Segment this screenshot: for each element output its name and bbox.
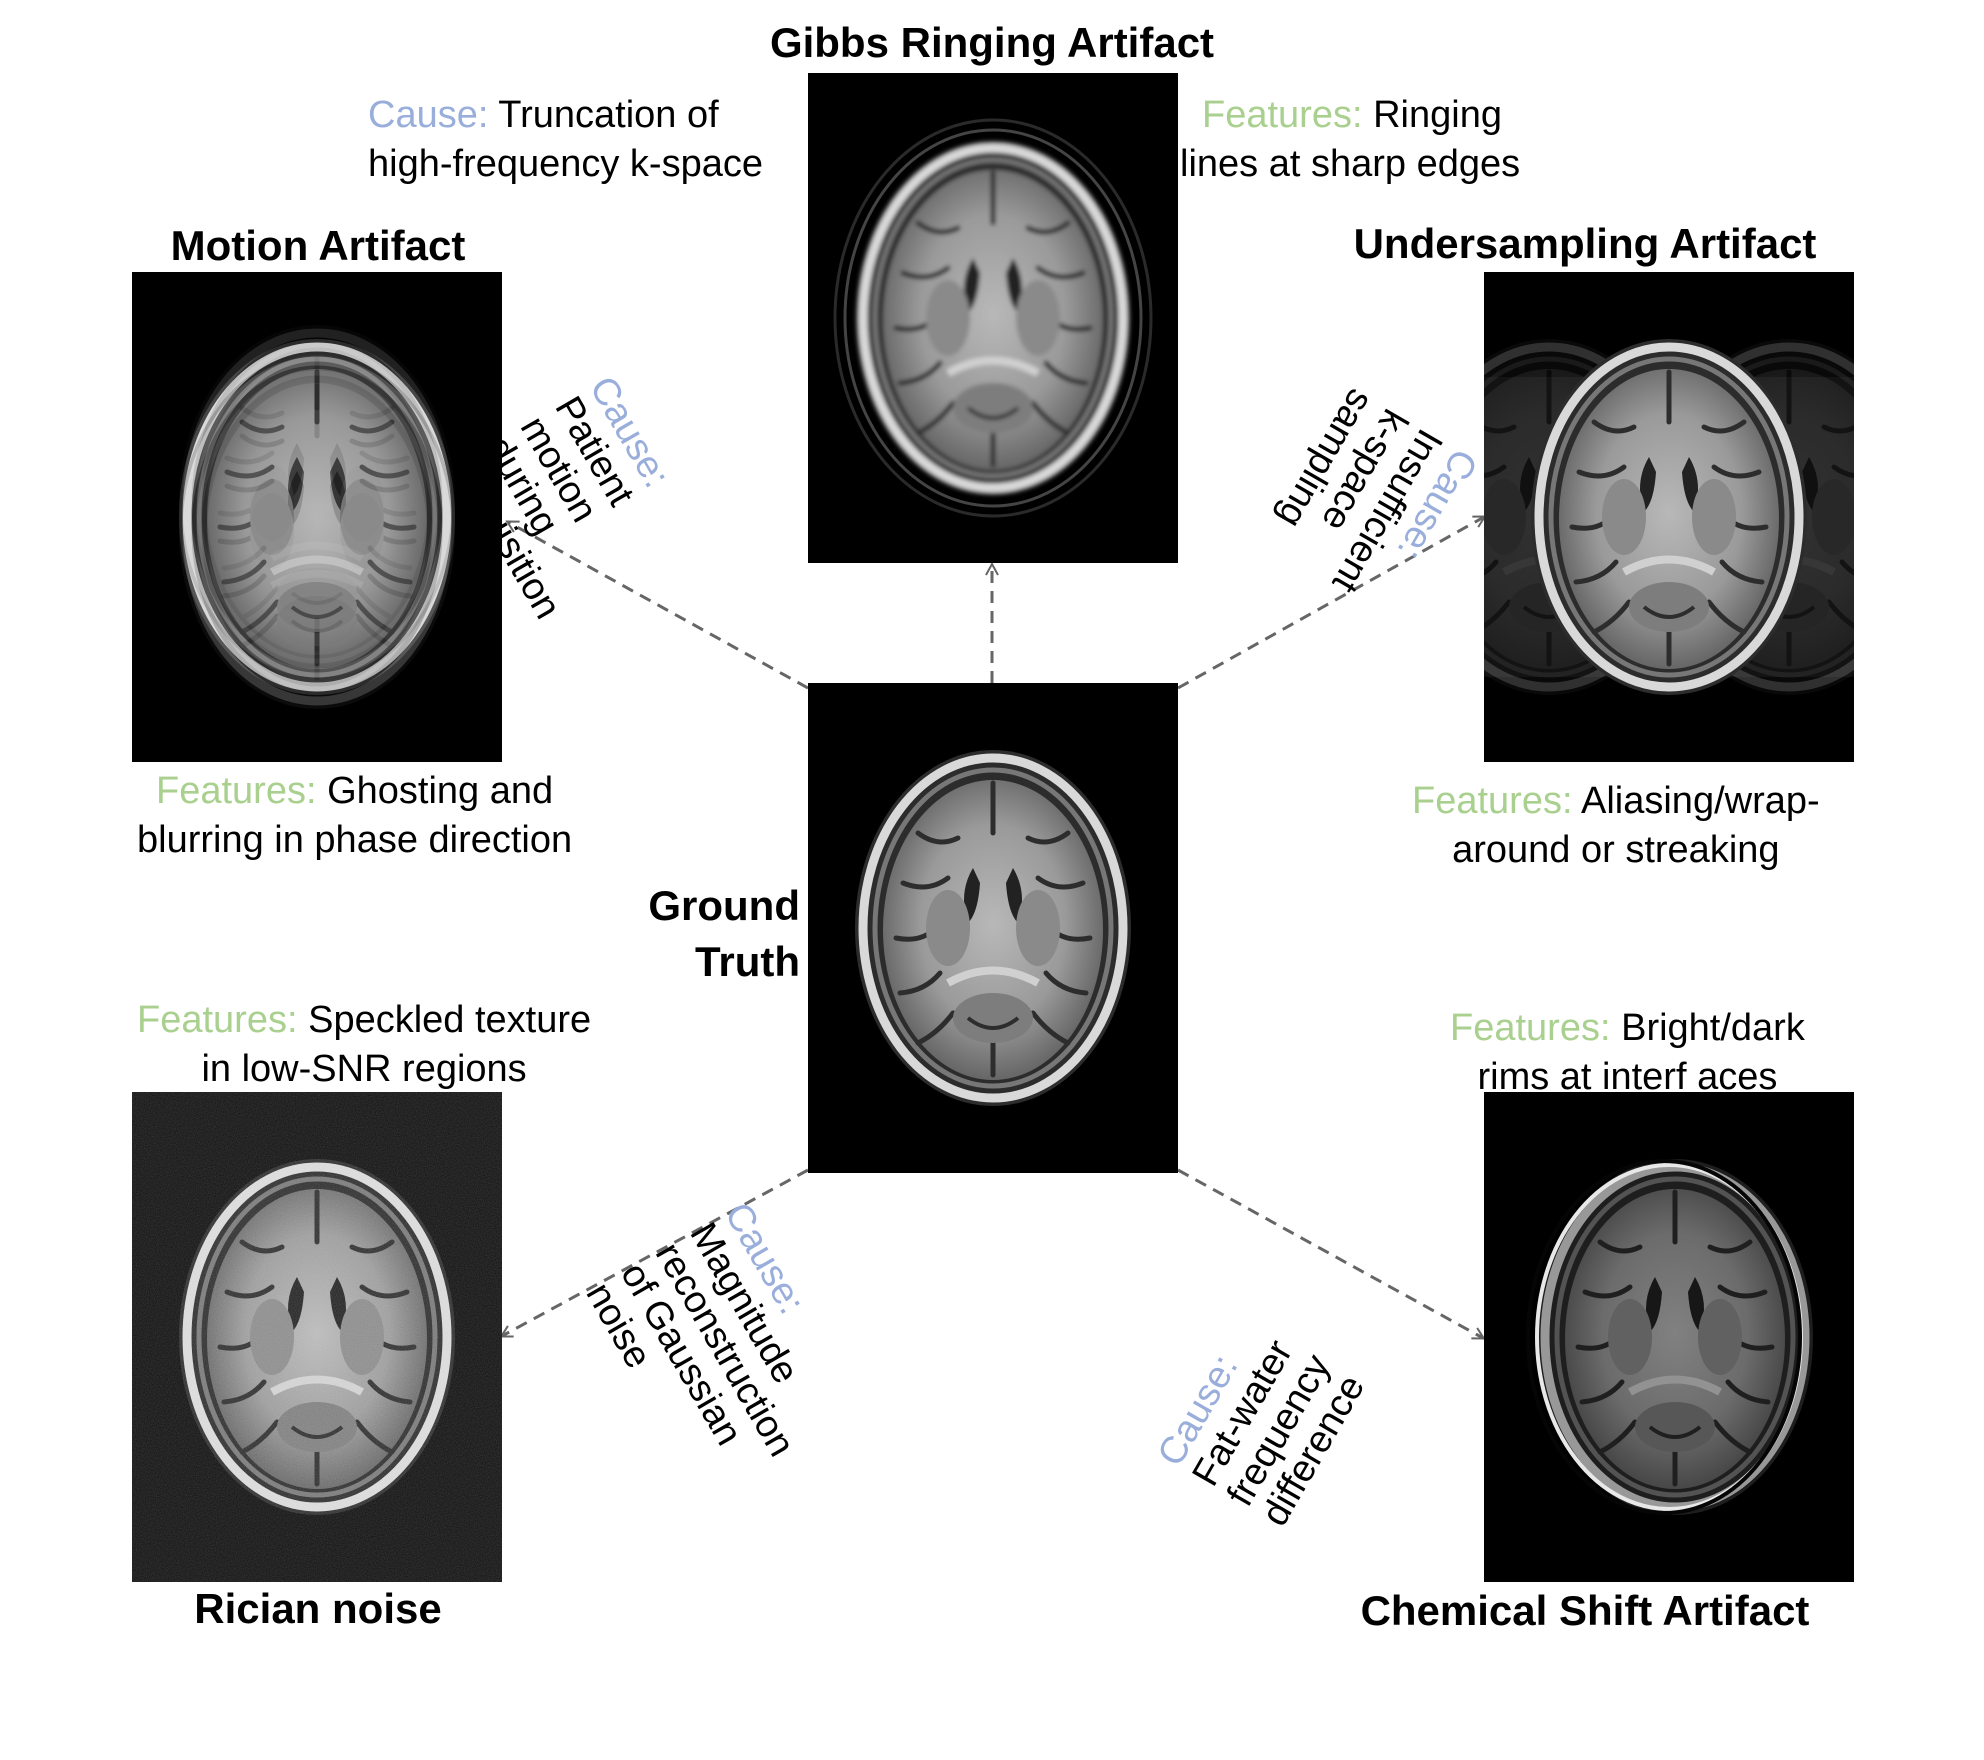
motion-features-line2: blurring in phase direction bbox=[137, 819, 573, 861]
rician-features-line2: in low-SNR regions bbox=[201, 1048, 527, 1090]
gibbs-cause-line1: Truncation of bbox=[498, 94, 719, 136]
gibbs-features: Features: Ringing lines at sharp edges bbox=[1180, 91, 1520, 189]
undersampling-features-label: Features: bbox=[1412, 780, 1573, 822]
rician-title: Rician noise bbox=[194, 1585, 442, 1632]
ground-truth-title: Ground Truth bbox=[610, 878, 800, 990]
motion-features: Features: Ghosting and blurring in phase… bbox=[137, 767, 572, 865]
chemical-features-line1: Bright/dark bbox=[1621, 1007, 1805, 1049]
gibbs-features-label: Features: bbox=[1202, 94, 1363, 136]
rician-features: Features: Speckled texture in low-SNR re… bbox=[137, 996, 591, 1094]
motion-features-label: Features: bbox=[156, 770, 317, 812]
chemical-title: Chemical Shift Artifact bbox=[1360, 1587, 1810, 1634]
undersampling-image bbox=[1484, 272, 1854, 762]
undersampling-title: Undersampling Artifact bbox=[1353, 220, 1817, 267]
motion-features-line1: Ghosting and bbox=[327, 770, 554, 812]
rician-image bbox=[132, 1092, 502, 1582]
arrow-to-motion bbox=[508, 522, 809, 690]
chemical-image bbox=[1484, 1092, 1854, 1582]
gibbs-features-line2: lines at sharp edges bbox=[1180, 143, 1521, 185]
rician-features-line1: Speckled texture bbox=[308, 999, 592, 1041]
gibbs-cause-label: Cause: bbox=[368, 94, 489, 136]
ground-truth-line1: Ground bbox=[648, 882, 800, 929]
ground-truth-line2: Truth bbox=[695, 938, 800, 985]
arrow-to-chemical-shift bbox=[1177, 1168, 1483, 1338]
undersampling-features-line1: Aliasing/wrap- bbox=[1581, 780, 1820, 822]
gibbs-title: Gibbs Ringing Artifact bbox=[769, 19, 1215, 66]
undersampling-features: Features: Aliasing/wrap- around or strea… bbox=[1412, 777, 1820, 875]
motion-title: Motion Artifact bbox=[170, 222, 466, 269]
arrow-to-rician bbox=[502, 1168, 809, 1336]
motion-image bbox=[132, 272, 502, 762]
chemical-features-label: Features: bbox=[1450, 1007, 1611, 1049]
chemical-features: Features: Bright/dark rims at interf ace… bbox=[1450, 1004, 1805, 1102]
rician-features-label: Features: bbox=[137, 999, 298, 1041]
undersampling-features-line2: around or streaking bbox=[1452, 829, 1780, 871]
gibbs-cause-line2: high-frequency k-space bbox=[368, 143, 763, 185]
ground-truth-image bbox=[808, 683, 1178, 1173]
gibbs-image bbox=[808, 73, 1178, 563]
gibbs-cause: Cause: Truncation of high-frequency k-sp… bbox=[368, 91, 763, 189]
chemical-features-line2: rims at interf aces bbox=[1477, 1056, 1778, 1098]
gibbs-features-line1: Ringing bbox=[1373, 94, 1502, 136]
